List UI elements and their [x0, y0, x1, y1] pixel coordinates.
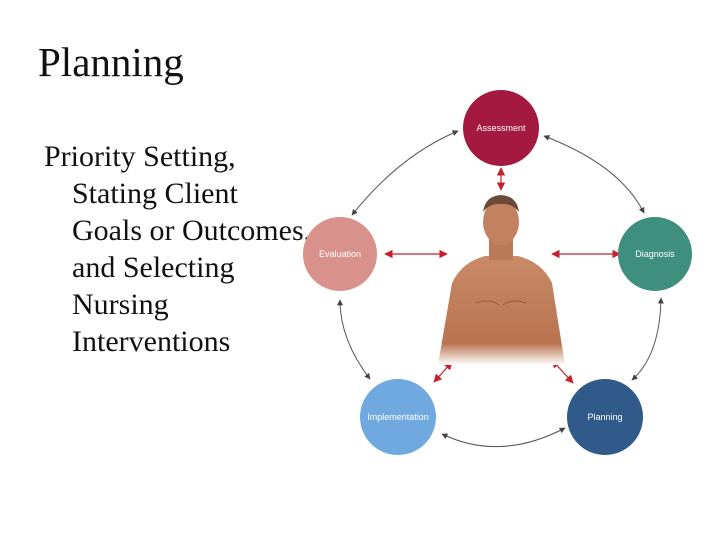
node-assessment: Assessment: [463, 90, 539, 166]
node-implementation: Implementation: [360, 379, 436, 455]
arc-evaluation-assessment: [352, 131, 458, 215]
arc-planning-implementation: [442, 428, 565, 447]
node-label-planning: Planning: [587, 412, 622, 422]
node-label-assessment: Assessment: [476, 123, 526, 133]
node-diagnosis: Diagnosis: [618, 217, 692, 291]
arc-diagnosis-planning: [632, 298, 661, 380]
node-label-evaluation: Evaluation: [319, 249, 361, 259]
arc-implementation-evaluation: [340, 300, 370, 379]
node-label-implementation: Implementation: [367, 412, 429, 422]
arc-assessment-diagnosis: [544, 136, 644, 213]
human-torso-figure: [438, 195, 565, 365]
node-label-diagnosis: Diagnosis: [635, 249, 675, 259]
node-evaluation: Evaluation: [303, 217, 377, 291]
node-planning: Planning: [567, 379, 643, 455]
